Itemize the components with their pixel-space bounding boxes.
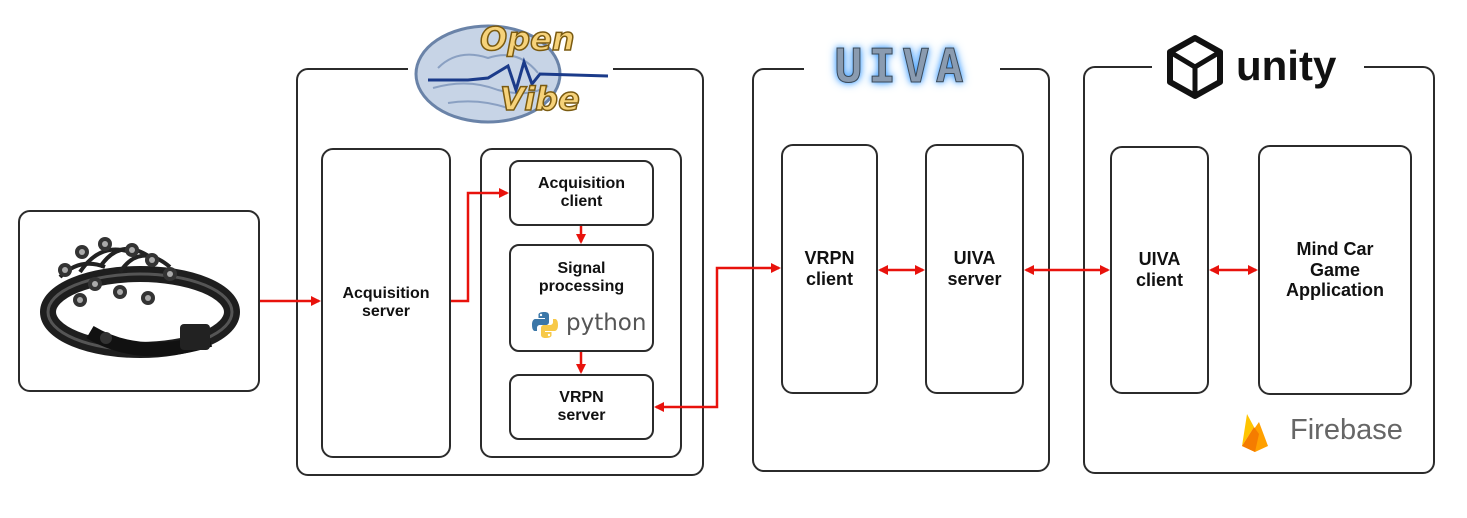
unity-cube-icon bbox=[1167, 35, 1223, 99]
mind-car-game-label: Mind Car Game Application bbox=[1286, 238, 1384, 301]
acquisition-server-box bbox=[321, 148, 451, 458]
vrpn-client-label: VRPN client bbox=[804, 248, 855, 289]
mind-car-game-box bbox=[1258, 145, 1412, 395]
vrpn-server-box bbox=[509, 374, 654, 440]
python-logo: python bbox=[530, 308, 648, 342]
unity-logo: unity bbox=[1152, 34, 1364, 100]
acquisition-client-box bbox=[509, 160, 654, 226]
acquisition-client-label: Acquisition client bbox=[537, 174, 626, 210]
openvibe-logo: Open Vibe bbox=[408, 18, 613, 126]
firebase-logo: Firebase bbox=[1238, 408, 1418, 454]
unity-logo-text: unity bbox=[1236, 42, 1337, 89]
acquisition-server-label: Acquisition server bbox=[342, 284, 430, 320]
uiva-client-box bbox=[1110, 146, 1209, 394]
firebase-logo-text: Firebase bbox=[1290, 414, 1403, 446]
uiva-server-box bbox=[925, 144, 1024, 394]
vrpn-client-box bbox=[781, 144, 878, 394]
arrow-vrpn-server-vrpn-client bbox=[654, 263, 781, 412]
openvibe-logo-line1: Open bbox=[479, 19, 575, 59]
uiva-logo: UIVA bbox=[804, 36, 1000, 96]
signal-processing-box bbox=[509, 244, 654, 352]
vrpn-server-label: VRPN server bbox=[557, 388, 606, 424]
python-logo-text: python bbox=[566, 310, 647, 336]
signal-processing-label: Signal processing bbox=[538, 259, 625, 295]
uiva-server-label: UIVA server bbox=[947, 248, 1002, 289]
eeg-headset-image bbox=[40, 237, 240, 358]
eeg-headset-box bbox=[18, 210, 260, 392]
arrow-acquisition-server-to-client bbox=[451, 188, 509, 303]
openvibe-logo-line2: Vibe bbox=[499, 79, 580, 119]
firebase-flame-icon bbox=[1242, 414, 1268, 452]
python-icon bbox=[532, 312, 558, 338]
uiva-client-label: UIVA client bbox=[1135, 249, 1183, 290]
